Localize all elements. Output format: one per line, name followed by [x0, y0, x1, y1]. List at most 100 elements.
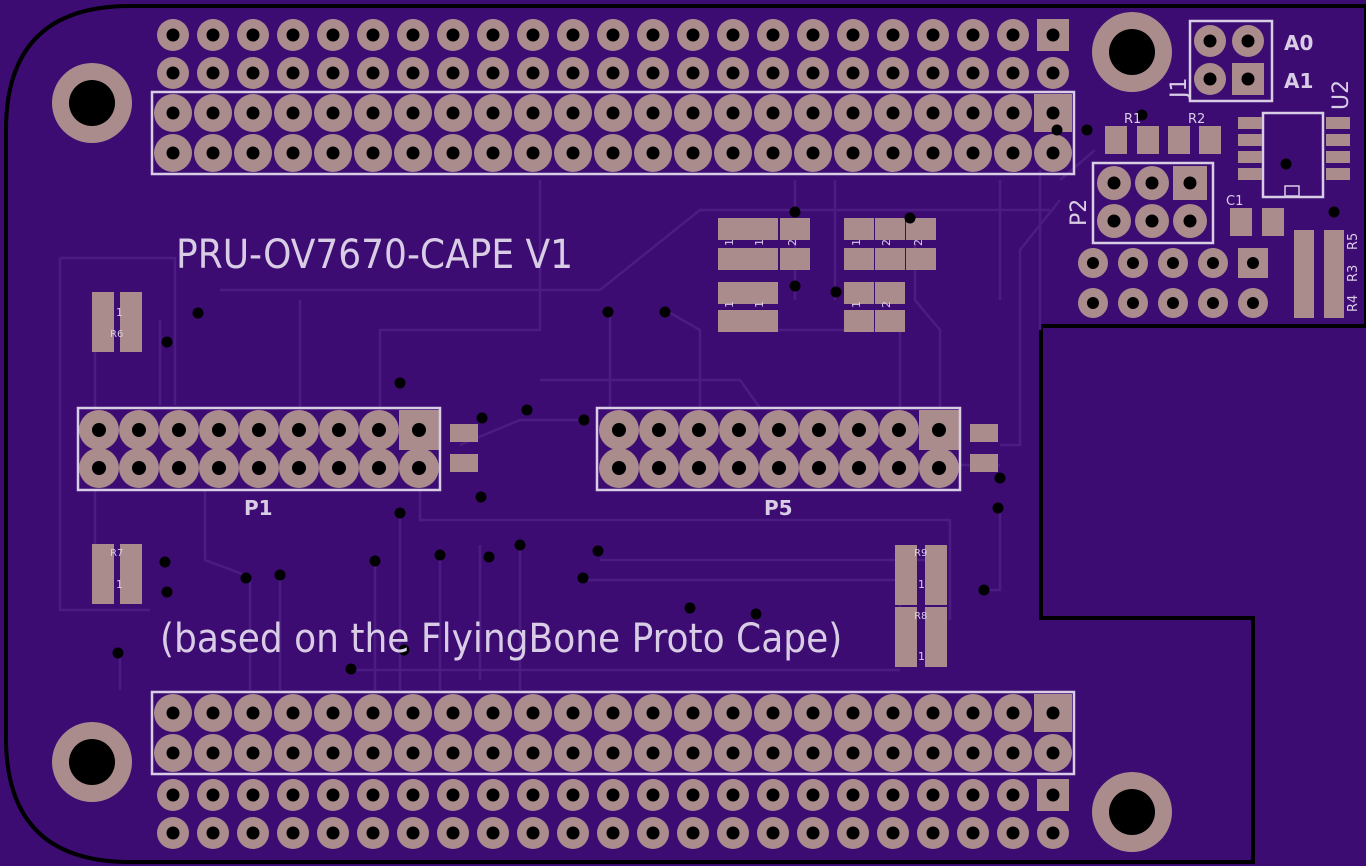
pin-drill [166, 826, 180, 840]
pin-drill [172, 461, 186, 475]
via [475, 491, 487, 503]
smd-pad [718, 282, 748, 304]
smd-pad [844, 282, 874, 304]
pin-drill [1127, 257, 1139, 269]
pin-drill [1183, 176, 1197, 190]
smd-pad [925, 607, 947, 637]
pin-drill [692, 423, 706, 437]
smd-pad [970, 454, 998, 472]
pin-drill [172, 423, 186, 437]
pin-drill [646, 706, 660, 720]
pin-drill [806, 66, 820, 80]
smd-pad [1326, 117, 1350, 129]
pin-drill [606, 788, 620, 802]
smd-pad [1238, 168, 1262, 180]
pin-drill [846, 146, 860, 160]
pin-drill [686, 106, 700, 120]
smd-pad [780, 248, 810, 270]
pin-drill [566, 826, 580, 840]
drill-hole [69, 80, 115, 126]
pin-drill [966, 746, 980, 760]
pin-drill [1006, 106, 1020, 120]
pin-drill [1127, 297, 1139, 309]
smd-pad [844, 310, 874, 332]
via [112, 647, 124, 659]
pin-drill [486, 28, 500, 42]
pin-drill [652, 423, 666, 437]
pin-number-label: 1 [753, 301, 766, 308]
via [978, 584, 990, 596]
via [592, 545, 604, 557]
pin-drill [246, 28, 260, 42]
pin-drill [886, 788, 900, 802]
r7-label: R7 [110, 548, 123, 559]
pin-drill [366, 28, 380, 42]
pin-drill [846, 66, 860, 80]
pin-drill [326, 66, 340, 80]
smd-pad [895, 575, 917, 605]
via [1328, 206, 1340, 218]
pin-drill [406, 66, 420, 80]
pin-drill [446, 146, 460, 160]
pin-drill [326, 706, 340, 720]
pin-drill [1203, 34, 1217, 48]
pin-drill [646, 106, 660, 120]
pin-drill [772, 423, 786, 437]
pin-drill [686, 28, 700, 42]
smd-pad [1168, 126, 1190, 154]
pin-drill [726, 28, 740, 42]
pin-drill [1247, 297, 1259, 309]
r5-label: R5 [1346, 233, 1361, 250]
pin-drill [966, 28, 980, 42]
trace [58, 258, 150, 612]
pin-drill [846, 106, 860, 120]
smd-pad [875, 282, 905, 304]
pin-number-label: 2 [912, 239, 925, 246]
pin-drill [166, 66, 180, 80]
smd-pad [1105, 126, 1127, 154]
via [1051, 124, 1063, 136]
trace-layer [58, 149, 1096, 690]
drill-hole [1109, 29, 1155, 75]
pin-drill [1046, 146, 1060, 160]
smd-pad [120, 292, 142, 322]
pin-drill [926, 146, 940, 160]
pin-drill [206, 106, 220, 120]
pin-drill [246, 106, 260, 120]
pin-drill [92, 461, 106, 475]
smd-pad [1326, 168, 1350, 180]
r6-label: R6 [110, 329, 123, 340]
pin-drill [926, 106, 940, 120]
pin-drill [886, 66, 900, 80]
pin-drill [332, 461, 346, 475]
pin-drill [612, 423, 626, 437]
p5-outline [595, 406, 962, 492]
pin-drill [326, 746, 340, 760]
pin-drill [1183, 214, 1197, 228]
pin-drill [366, 826, 380, 840]
pin-number-label: 2 [880, 239, 893, 246]
via [345, 663, 357, 675]
pin-drill [286, 788, 300, 802]
pin-drill [726, 66, 740, 80]
smd-pad [875, 218, 905, 240]
pin-drill [406, 788, 420, 802]
via [830, 286, 842, 298]
pin-drill [132, 423, 146, 437]
pin-drill [1006, 706, 1020, 720]
trace [203, 490, 246, 577]
p1-label: P1 [244, 496, 273, 520]
p2-label: P2 [1067, 199, 1092, 226]
pin-drill [446, 66, 460, 80]
pin-number-label: 1 [850, 239, 863, 246]
smd-pad [1324, 230, 1344, 318]
pin-drill [166, 706, 180, 720]
pin-drill [526, 106, 540, 120]
pin-drill [852, 423, 866, 437]
pin-drill [726, 746, 740, 760]
trace [418, 490, 952, 620]
via [394, 377, 406, 389]
pin-drill [252, 461, 266, 475]
r9-label: R9 [914, 548, 927, 559]
pin-drill [286, 746, 300, 760]
